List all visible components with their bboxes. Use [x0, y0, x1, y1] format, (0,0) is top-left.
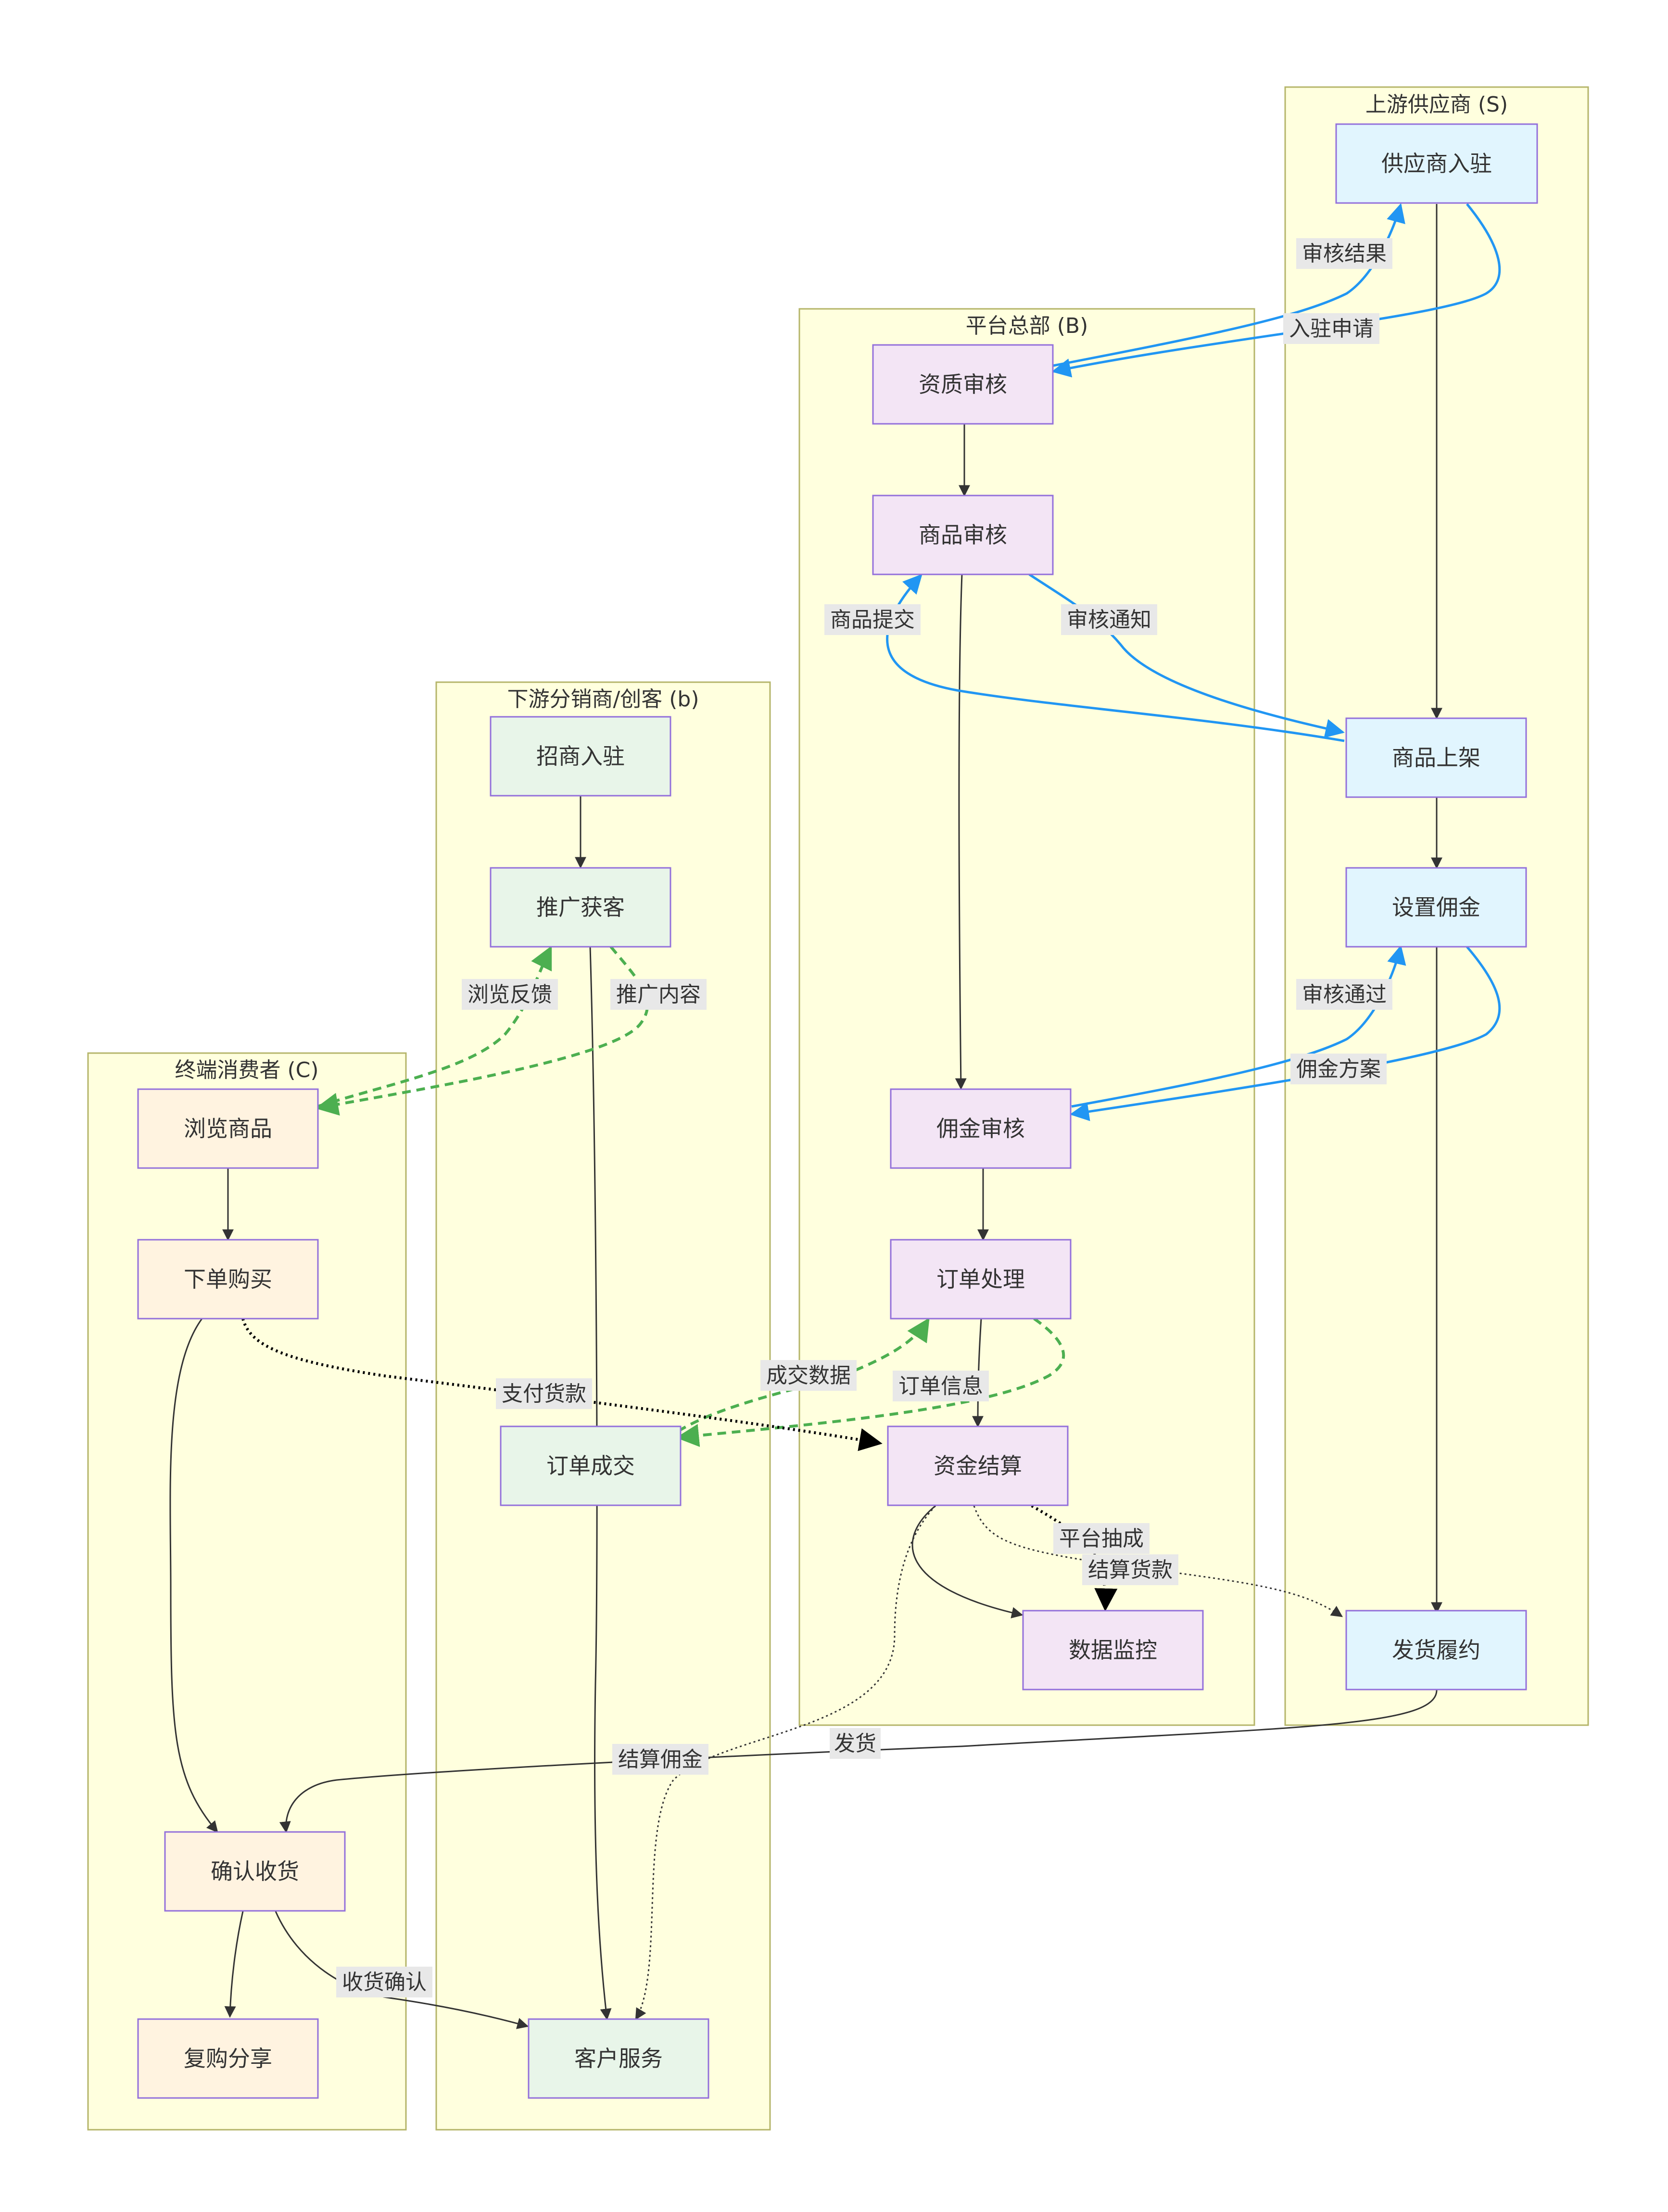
- svg-text:复购分享: 复购分享: [184, 2046, 272, 2072]
- svg-text:成交数据: 成交数据: [766, 1363, 851, 1388]
- svg-text:订单处理: 订单处理: [936, 1266, 1025, 1292]
- edge-confirm-to-service: [275, 1911, 529, 2029]
- edge-commission-plan: [1070, 946, 1501, 1121]
- edge-order-to-confirm: [169, 1318, 218, 1833]
- edge-browse-feedback: [317, 945, 552, 1108]
- node-data-monitor: 数据监控: [1022, 1610, 1204, 1691]
- svg-text:资金结算: 资金结算: [934, 1453, 1022, 1479]
- edge-settle-commission: [635, 1505, 936, 2021]
- node-browse-goods: 浏览商品: [137, 1088, 319, 1169]
- svg-text:客户服务: 客户服务: [574, 2046, 663, 2072]
- node-recruit-join: 招商入驻: [490, 716, 671, 797]
- edge-label-join-apply: 入驻申请: [1283, 313, 1379, 344]
- svg-text:推广获客: 推广获客: [536, 894, 625, 920]
- svg-text:下单购买: 下单购买: [184, 1266, 272, 1292]
- node-fund-settlement: 资金结算: [887, 1425, 1069, 1506]
- edge-goods-audit-to-commission-audit: [955, 574, 967, 1090]
- lane-supplier-title: 上游供应商 (S): [1365, 92, 1508, 117]
- svg-text:订单信息: 订单信息: [898, 1374, 983, 1398]
- edge-promote-to-service: [589, 946, 612, 2021]
- svg-text:招商入驻: 招商入驻: [536, 743, 625, 769]
- svg-text:审核通知: 审核通知: [1067, 608, 1151, 632]
- edge-audit-notice: [1028, 573, 1345, 738]
- node-qualification-audit: 资质审核: [872, 344, 1054, 425]
- svg-text:设置佣金: 设置佣金: [1392, 894, 1480, 920]
- svg-text:审核通过: 审核通过: [1302, 982, 1387, 1007]
- svg-text:数据监控: 数据监控: [1069, 1637, 1157, 1663]
- node-goods-audit: 商品审核: [872, 495, 1054, 575]
- edge-label-order-info: 订单信息: [893, 1371, 989, 1401]
- svg-text:支付货款: 支付货款: [502, 1382, 586, 1406]
- lane-distributor-title: 下游分销商/创客 (b): [507, 687, 699, 712]
- edges: [169, 203, 1501, 2029]
- edge-confirm-to-share: [224, 1911, 244, 2018]
- edge-label-ship: 发货: [830, 1728, 881, 1759]
- svg-text:入驻申请: 入驻申请: [1289, 317, 1374, 341]
- edge-ship-to-confirm: [279, 1689, 1438, 1833]
- edge-label-promo-content: 推广内容: [610, 979, 707, 1010]
- edge-label-pay: 支付货款: [496, 1378, 592, 1409]
- node-order-deal: 订单成交: [500, 1425, 682, 1506]
- edge-labels: 审核结果 入驻申请 商品提交 审核通知 审核通过 佣金方案 浏览反馈 推广内容 …: [336, 238, 1392, 1997]
- svg-text:审核结果: 审核结果: [1302, 242, 1387, 266]
- svg-text:发货履约: 发货履约: [1392, 1637, 1480, 1663]
- svg-text:商品上架: 商品上架: [1392, 745, 1480, 771]
- edge-label-audit-result: 审核结果: [1296, 238, 1392, 269]
- edge-label-settle-goods: 结算货款: [1082, 1554, 1178, 1585]
- node-commission-audit: 佣金审核: [890, 1088, 1072, 1169]
- edge-label-audit-notice: 审核通知: [1061, 604, 1157, 635]
- svg-text:供应商入驻: 供应商入驻: [1381, 151, 1492, 177]
- edge-label-audit-pass: 审核通过: [1296, 979, 1392, 1010]
- edge-label-platform-cut: 平台抽成: [1053, 1523, 1150, 1554]
- edge-join-apply: [1051, 203, 1501, 378]
- node-product-listing: 商品上架: [1345, 717, 1527, 798]
- svg-text:佣金审核: 佣金审核: [936, 1116, 1025, 1142]
- edge-pay: [241, 1318, 883, 1451]
- node-order-processing: 订单处理: [890, 1239, 1072, 1320]
- edge-settle-goods: [973, 1505, 1343, 1617]
- node-set-commission: 设置佣金: [1345, 867, 1527, 948]
- node-confirm-receipt: 确认收货: [164, 1831, 346, 1912]
- edge-label-receipt-confirm: 收货确认: [336, 1967, 432, 1997]
- node-customer-service: 客户服务: [528, 2018, 709, 2099]
- edge-settlement-to-monitor: [911, 1505, 1024, 1618]
- edge-label-browse-feedback: 浏览反馈: [462, 979, 558, 1010]
- lane-consumer: 终端消费者 (C): [87, 1052, 407, 2131]
- nodes: 供应商入驻 商品上架 设置佣金 发货履约 资质审核 商品审核 佣金审核: [137, 123, 1538, 2099]
- svg-text:收货确认: 收货确认: [342, 1970, 427, 1995]
- edge-label-commission-plan: 佣金方案: [1290, 1054, 1387, 1084]
- svg-text:资质审核: 资质审核: [919, 371, 1007, 397]
- edge-order-info: [676, 1317, 1065, 1447]
- node-shipping-fulfillment: 发货履约: [1345, 1610, 1527, 1691]
- node-supplier-join: 供应商入驻: [1335, 123, 1538, 204]
- svg-text:平台抽成: 平台抽成: [1059, 1526, 1144, 1551]
- lane-platform-title: 平台总部 (B): [966, 314, 1088, 338]
- edge-label-goods-submit: 商品提交: [824, 604, 921, 635]
- svg-text:佣金方案: 佣金方案: [1296, 1057, 1381, 1081]
- svg-text:商品提交: 商品提交: [830, 608, 915, 632]
- node-repurchase-share: 复购分享: [137, 2018, 319, 2099]
- node-promote-acquire: 推广获客: [490, 867, 671, 948]
- svg-text:发货: 发货: [834, 1731, 876, 1756]
- node-place-order: 下单购买: [137, 1239, 319, 1320]
- svg-text:结算货款: 结算货款: [1088, 1558, 1173, 1582]
- svg-text:结算佣金: 结算佣金: [618, 1747, 703, 1772]
- svg-text:订单成交: 订单成交: [546, 1453, 635, 1479]
- svg-text:浏览反馈: 浏览反馈: [468, 982, 552, 1007]
- edge-label-settle-commission: 结算佣金: [612, 1744, 708, 1775]
- svg-text:推广内容: 推广内容: [616, 982, 701, 1007]
- svg-text:浏览商品: 浏览商品: [184, 1116, 272, 1142]
- edge-label-deal-data: 成交数据: [760, 1360, 857, 1391]
- svg-text:商品审核: 商品审核: [919, 522, 1007, 548]
- svg-text:确认收货: 确认收货: [211, 1858, 299, 1884]
- lane-consumer-title: 终端消费者 (C): [175, 1058, 318, 1082]
